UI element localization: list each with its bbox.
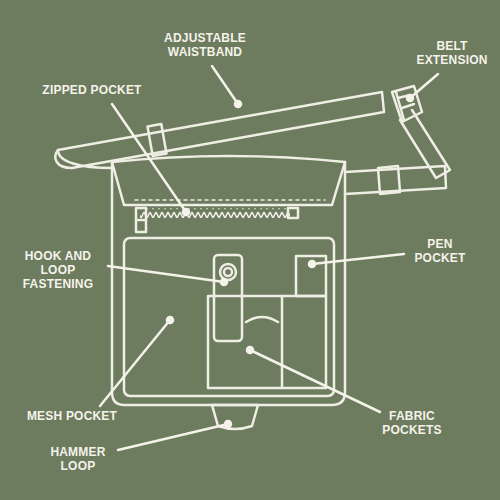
- bag-flap: [112, 162, 345, 205]
- part-label: ADJUSTABLE WAISTBAND: [157, 32, 253, 60]
- leader-dot: [225, 421, 231, 427]
- leader-dot: [407, 95, 413, 101]
- zipper-stitch: [135, 199, 325, 201]
- part-label: HAMMER LOOP: [40, 446, 116, 474]
- bag-body: [112, 156, 345, 405]
- leader-line: [312, 254, 404, 264]
- fabric-pocket-flap: [246, 317, 278, 322]
- part-label: PEN POCKET: [407, 238, 473, 266]
- front-panel: [124, 238, 334, 396]
- zipper-pull: [136, 208, 146, 232]
- leader-dot: [235, 101, 241, 107]
- leader-line: [100, 320, 170, 406]
- leader-dot: [247, 347, 253, 353]
- leader-line: [410, 74, 438, 98]
- part-label: ZIPPED POCKET: [27, 84, 157, 98]
- leader-line: [108, 266, 224, 282]
- leader-dot: [309, 261, 315, 267]
- strap-slider: [148, 124, 167, 156]
- waistband-end: [55, 150, 72, 168]
- fabric-pocket-divider: [281, 296, 284, 388]
- leader-dot: [183, 209, 189, 215]
- part-label: FABRIC POCKETS: [374, 410, 450, 438]
- zipper-teeth: [140, 208, 290, 218]
- leader-line: [212, 66, 238, 104]
- part-label: MESH POCKET: [7, 410, 137, 424]
- part-label: BELT EXTENSION: [410, 40, 494, 68]
- leader-line: [118, 424, 228, 450]
- tab-rivet-inner: [224, 268, 232, 276]
- leader-dot: [167, 317, 173, 323]
- tab-rivet: [220, 264, 236, 280]
- part-label: HOOK AND LOOP FASTENING: [6, 250, 110, 291]
- leader-line: [250, 350, 380, 412]
- buckle: [378, 166, 400, 194]
- leader-line: [112, 104, 186, 212]
- hook-loop-tab: [214, 255, 242, 341]
- zip-end: [288, 208, 298, 218]
- fabric-pocket-large: [208, 296, 326, 388]
- leader-dot: [221, 279, 227, 285]
